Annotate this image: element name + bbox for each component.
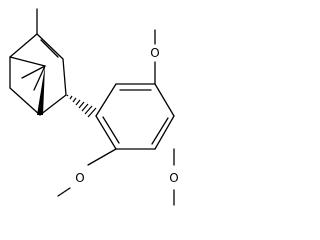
ring-bond [36, 33, 64, 60]
ring-bond [9, 33, 38, 58]
double-bond-inner [151, 117, 169, 145]
oxygen-label-right: O [169, 171, 178, 185]
methyl-bond [33, 65, 46, 91]
double-bond-inner [102, 116, 120, 144]
c-o-bond-left [87, 148, 117, 166]
double-bond-inner [40, 39, 59, 58]
ring-bond [154, 115, 175, 150]
aryl-ring [57, 29, 175, 206]
ring-bond [39, 94, 67, 116]
ring-bond [95, 115, 117, 150]
bridge-bond [9, 56, 46, 67]
o-methyl-bond-left [57, 187, 71, 197]
hashed-wedge-bond [66, 94, 97, 118]
ring-bond [9, 87, 41, 116]
wedge-bond [37, 66, 45, 115]
methyl-bond [21, 65, 46, 79]
molecule-svg: O O O [9, 8, 179, 206]
ring-bond [62, 58, 67, 96]
oxygen-label-top: O [150, 46, 159, 60]
molecule-diagram: O O O [9, 8, 179, 206]
ring-bond [154, 83, 175, 117]
ring-bond [95, 83, 117, 117]
bicyclic-ring-system [9, 8, 67, 116]
oxygen-label-left: O [75, 171, 84, 185]
